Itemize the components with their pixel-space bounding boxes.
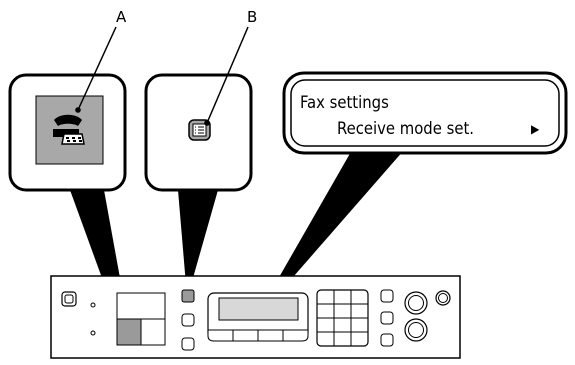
panel-button[interactable] — [380, 333, 394, 347]
callout-lcd-screen: Fax settings Receive mode set. ▶ — [282, 71, 568, 155]
menu-button[interactable] — [181, 289, 195, 303]
callout-menu-button — [144, 73, 253, 192]
lcd-display — [290, 79, 560, 147]
panel-button[interactable] — [181, 337, 195, 351]
callout-letter-a: A — [116, 8, 127, 26]
lcd-line-2: Receive mode set. — [337, 119, 474, 138]
panel-button[interactable] — [380, 289, 394, 303]
stop-button-ring — [438, 293, 448, 303]
callout-letter-b: B — [247, 8, 257, 26]
panel-button[interactable] — [181, 313, 195, 327]
leader-dot-b — [204, 120, 210, 126]
pointer-wedge-fax — [70, 190, 124, 300]
right-arrow-icon: ▶ — [531, 122, 540, 136]
start-button-lower-ring — [408, 322, 424, 338]
power-button-inner — [64, 294, 74, 304]
lcd-screen-small — [218, 297, 299, 321]
pointer-wedge-lcd — [266, 150, 404, 300]
callout-fax-button — [8, 73, 127, 192]
lcd-line-1: Fax settings — [300, 93, 389, 112]
operation-panel — [50, 275, 461, 359]
fax-phone-icon — [53, 114, 85, 145]
fax-button[interactable] — [116, 318, 142, 346]
start-button-upper-ring — [408, 295, 424, 311]
pointer-wedge-menu — [178, 190, 218, 285]
indicator-light — [90, 330, 96, 336]
leader-line-a — [77, 26, 117, 111]
menu-list-icon — [192, 123, 207, 137]
panel-button[interactable] — [380, 311, 394, 325]
leader-line-b — [206, 26, 249, 124]
indicator-light — [90, 302, 96, 308]
leader-dot-a — [75, 107, 81, 113]
